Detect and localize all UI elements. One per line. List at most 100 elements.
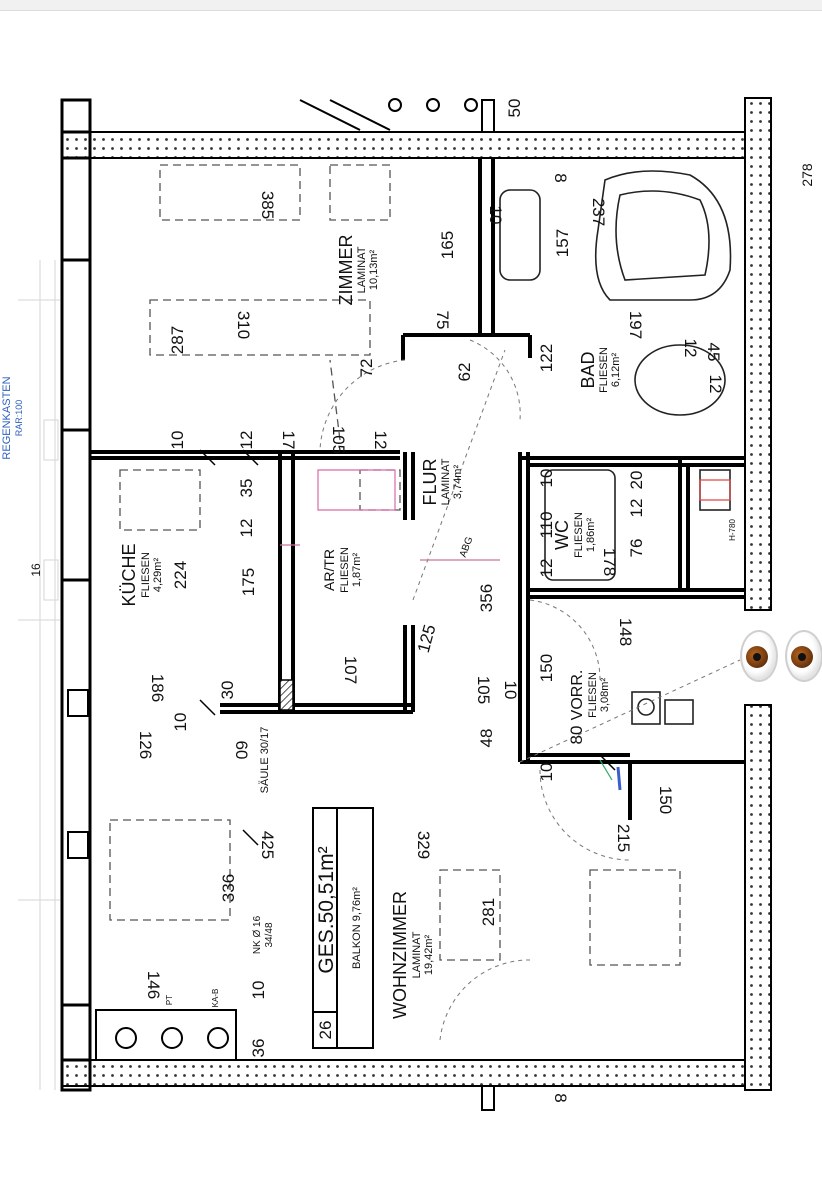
dim: 12: [237, 519, 256, 538]
dim: 8: [551, 173, 570, 182]
dim: 125: [414, 622, 440, 654]
dim: 310: [234, 311, 253, 339]
dim: 50: [505, 99, 524, 118]
dim: 80: [567, 726, 586, 745]
dim: 425: [258, 831, 277, 859]
dim: 356: [477, 584, 496, 612]
dim: 126: [136, 731, 155, 759]
bad-floor: FLIESEN: [598, 347, 610, 393]
bad-name: BAD: [578, 351, 598, 388]
wc-name: WC: [552, 520, 572, 550]
dim: 157: [553, 229, 572, 257]
bottom-wall: [61, 1059, 771, 1087]
balcony-area: BALKON 9,76m²: [351, 887, 363, 969]
dim: 8: [551, 1093, 570, 1102]
dim: 10: [537, 469, 556, 488]
dim: 10: [249, 981, 268, 1000]
wc-floor: FLIESEN: [573, 512, 585, 558]
dim: 76: [627, 539, 646, 558]
dim: 165: [438, 231, 457, 259]
eyes-emoji-left: [740, 630, 778, 682]
dim: 197: [626, 311, 645, 339]
dimension-labels: 385 287 310 72 165 10 157 237 8 122 197 …: [136, 99, 725, 1103]
dim: 75: [433, 311, 452, 330]
area-box: [312, 807, 374, 1049]
dim: 215: [614, 824, 633, 852]
dim: 148: [616, 618, 635, 646]
kueche-name: KÜCHE: [119, 543, 139, 606]
ar-floor: FLIESEN: [339, 547, 351, 593]
dimension-ticks: [199, 449, 616, 846]
dim: 329: [414, 831, 433, 859]
vorraum-floor: FLIESEN: [587, 672, 599, 718]
pt-label: PT: [165, 995, 174, 1005]
flur-area: 3,74m²: [452, 465, 464, 500]
sanitary-fixtures: [499, 170, 732, 725]
heizung-label: H-780: [728, 519, 737, 541]
dim: 45: [704, 343, 723, 362]
nk-note-2: 34/48: [264, 922, 275, 947]
dim: 48: [477, 729, 496, 748]
wohnzimmer-floor: LAMINAT: [411, 931, 423, 978]
vorraum-name: VORR.: [569, 670, 586, 721]
dim: 12: [237, 431, 256, 450]
ar-name: AR/TR: [321, 549, 337, 591]
dim: 175: [239, 568, 258, 596]
dim: 36: [249, 1039, 268, 1058]
dim: 30: [218, 681, 237, 700]
abg-label: ABG: [458, 535, 476, 559]
flur-floor: LAMINAT: [440, 458, 452, 505]
dim: 281: [479, 898, 498, 926]
dim: 336: [219, 874, 238, 902]
kueche-floor: FLIESEN: [140, 552, 152, 598]
dim: 17: [279, 431, 298, 450]
door-swings: [319, 339, 741, 1041]
side-number: 16: [29, 563, 43, 577]
unit-number: 26: [316, 1021, 335, 1040]
ar-area: 1,87m²: [351, 553, 363, 588]
dim: 60: [232, 741, 251, 760]
radiators: [95, 98, 478, 1061]
zimmer-name: ZIMMER: [336, 235, 356, 306]
dim: 105: [474, 676, 493, 704]
dim: 178: [600, 548, 619, 576]
dim: 150: [537, 654, 556, 682]
dim: 12: [627, 499, 646, 518]
dim: 10: [501, 681, 520, 700]
saeule-label: SÄULE 30/17: [259, 727, 271, 794]
dim: 224: [171, 561, 190, 589]
dim: 62: [455, 363, 474, 382]
dim: 122: [537, 344, 556, 372]
regenkasten-label: REGENKASTEN: [1, 376, 13, 459]
dim: 10: [486, 206, 505, 225]
nk-note: NK Ø 16: [252, 915, 263, 954]
dim: 10: [537, 763, 556, 782]
zimmer-floor: LAMINAT: [356, 246, 368, 293]
kabel-label: KA-B: [211, 989, 220, 1008]
regenkasten-sub: RAR:100: [14, 400, 24, 437]
furniture-outlines: [109, 164, 681, 966]
dim: 110: [537, 511, 556, 538]
pipes: [299, 99, 391, 131]
dim: 20: [627, 471, 646, 490]
saeule-column: [279, 679, 294, 711]
dim: 10: [168, 431, 187, 450]
dim: 150: [656, 786, 675, 814]
dim: 107: [341, 656, 360, 684]
dim: 72: [357, 359, 376, 378]
outer-walls: [60, 97, 772, 1111]
zimmer-area: 10,13m²: [368, 249, 380, 290]
dim: 35: [237, 479, 256, 498]
dim: 12: [681, 339, 700, 358]
dim: 12: [706, 375, 725, 394]
dim: 186: [148, 674, 167, 702]
wohnzimmer-area: 19,42m²: [423, 934, 435, 975]
dim: 146: [144, 971, 163, 999]
right-wall-lower: [744, 704, 772, 1091]
dim: 105: [329, 426, 348, 454]
flur-name: FLUR: [420, 458, 440, 505]
colored-marks: [280, 469, 731, 791]
wc-area: 1,86m²: [585, 518, 597, 553]
dim: 385: [258, 191, 277, 219]
